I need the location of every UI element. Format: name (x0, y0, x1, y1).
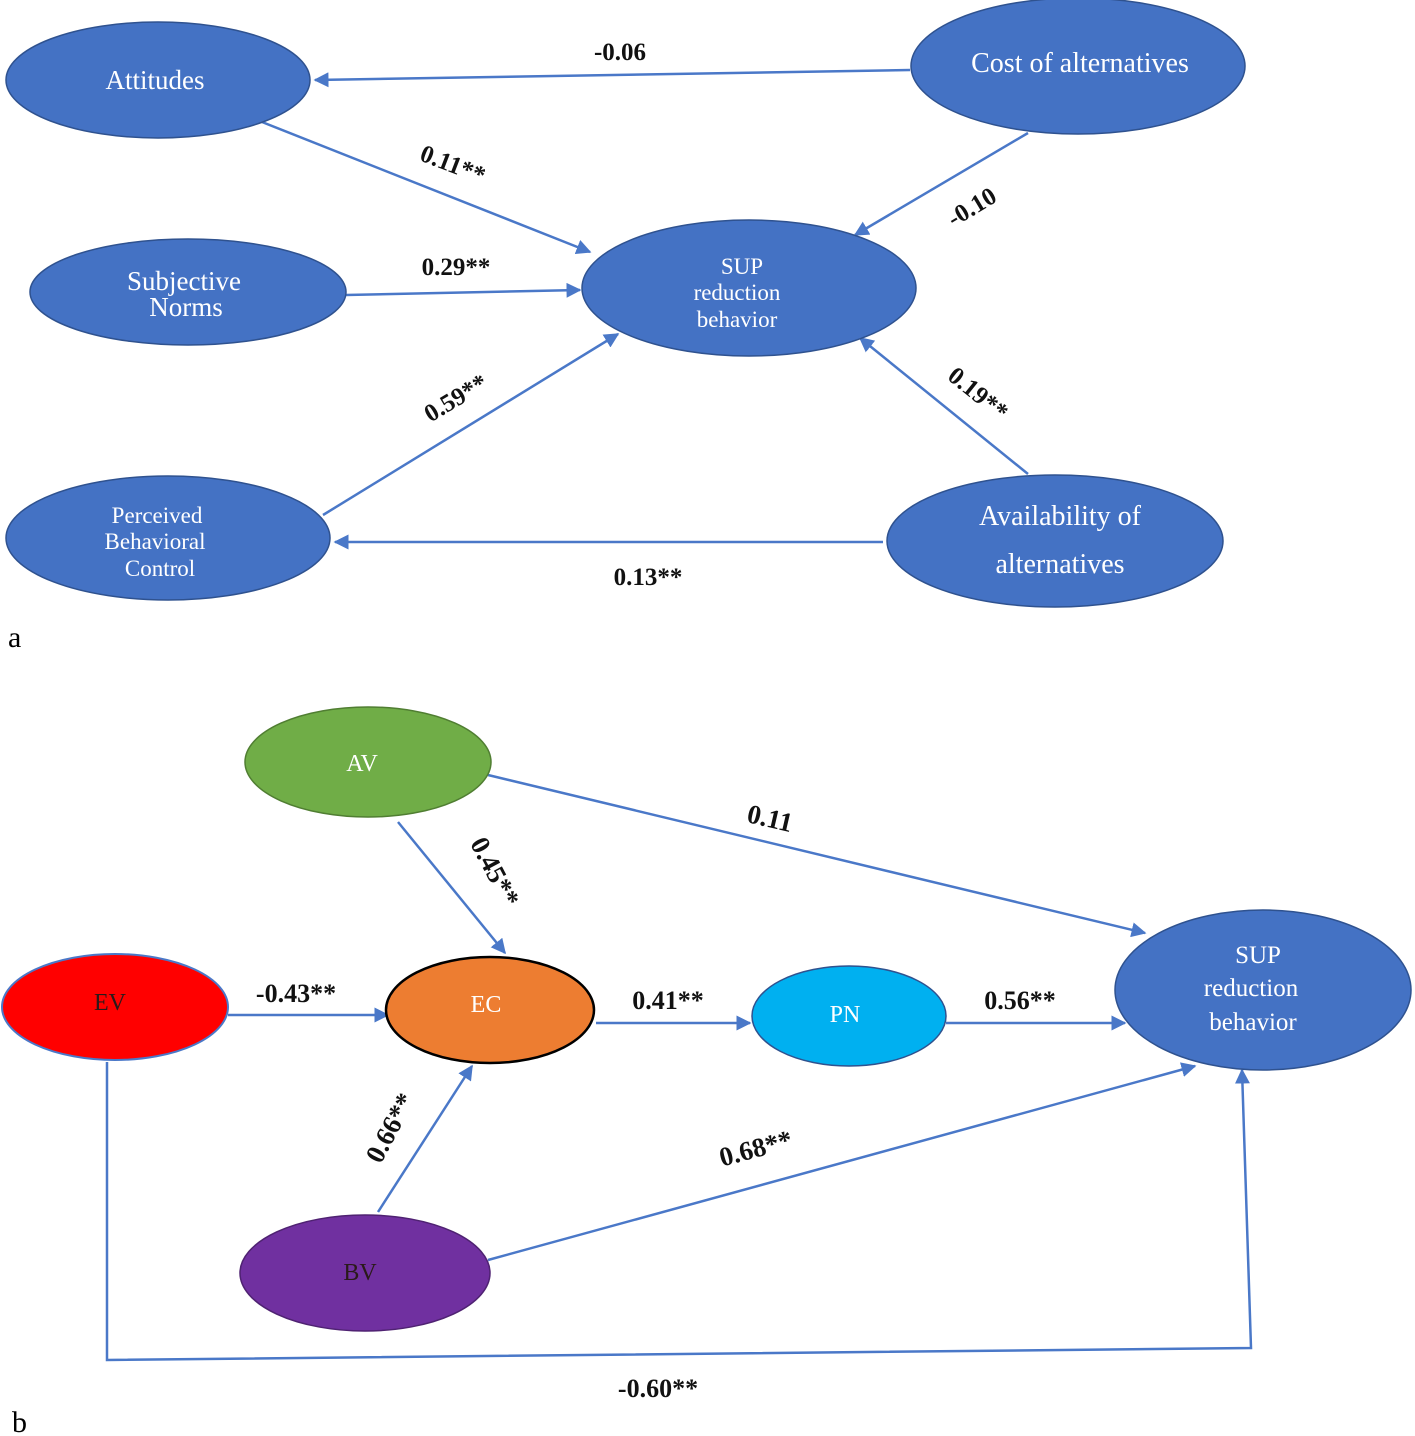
edge-label-availability-sup: 0.19** (943, 362, 1013, 426)
node-bv (239, 1214, 491, 1332)
edge-label-attitudes-sup: 0.11** (416, 140, 489, 189)
edge-av-to-ec (397, 821, 506, 955)
node-subjective-label-1: Subjective (127, 266, 241, 296)
node-av (244, 706, 492, 818)
node-sup-a-label-3: behavior (697, 307, 778, 332)
node-pbc-label-2: Behavioral (105, 529, 206, 554)
node-sup-b-label-3: behavior (1209, 1009, 1297, 1036)
node-availability-label-2: alternatives (995, 549, 1124, 580)
edge-label-ev-sup: -0.60** (618, 1374, 698, 1403)
edge-label-bv-sup: 0.68** (716, 1124, 795, 1172)
node-attitudes-label: Attitudes (106, 65, 205, 95)
node-subjective-norms (29, 238, 347, 346)
edge-subjective-to-sup (345, 282, 582, 298)
node-availability-of-alternatives (886, 474, 1224, 608)
edge-label-cost-sup: -0.10 (943, 183, 1002, 233)
panel-b-label: b (12, 1406, 27, 1436)
node-subjective-label-2: Norms (149, 292, 223, 322)
node-sup-b-label-2: reduction (1204, 975, 1299, 1002)
edge-cost-to-sup (853, 131, 1029, 237)
edge-cost-to-attitudes (313, 68, 911, 88)
node-sup-a-label-1: SUP (721, 254, 763, 279)
node-pn-label: PN (830, 1002, 861, 1028)
node-pbc-label-3: Control (125, 556, 195, 581)
edge-label-ev-ec: -0.43** (256, 979, 336, 1008)
edge-label-availability-pbc: 0.13** (614, 564, 683, 591)
edge-pbc-to-sup (322, 332, 620, 517)
edge-label-pn-sup: 0.56** (984, 986, 1056, 1015)
node-pn (751, 965, 947, 1067)
node-attitudes (5, 21, 311, 139)
edge-label-subjective-sup: 0.29** (422, 254, 491, 281)
edge-availability-to-sup (858, 337, 1029, 475)
node-ev (1, 953, 229, 1061)
node-sup-b-label-1: SUP (1235, 942, 1281, 969)
node-pbc-label-1: Perceived (112, 503, 203, 528)
node-ec-label: EC (471, 992, 502, 1018)
edge-label-av-ec: 0.45** (464, 832, 525, 912)
edge-label-av-sup: 0.11 (744, 798, 795, 838)
node-cost-label: Cost of alternatives (971, 48, 1189, 79)
node-availability-label-1: Availability of (979, 501, 1142, 532)
edge-label-bv-ec: 0.66** (359, 1088, 420, 1168)
edge-ev-to-sup (105, 1062, 1253, 1362)
edge-label-ec-pn: 0.41** (632, 986, 704, 1015)
node-sup-a-label-2: reduction (694, 280, 781, 305)
node-bv-label: BV (343, 1260, 377, 1286)
panel-a: Attitudes Cost of alternatives Subjectiv… (5, 0, 1246, 654)
node-ev-label: EV (94, 990, 127, 1016)
node-cost-of-alternatives (910, 0, 1246, 135)
node-sup-reduction-b (1114, 909, 1412, 1071)
edge-av-to-sup (487, 773, 1147, 938)
node-ec (384, 955, 596, 1065)
edge-bv-to-ec (376, 1064, 474, 1213)
node-sup-reduction-a (581, 219, 917, 357)
panel-a-label: a (8, 621, 21, 654)
node-perceived-behavioral-control (5, 475, 331, 601)
panel-b: AV EV EC PN BV SUP reduction behavior 0.… (1, 706, 1412, 1436)
edge-attitudes-to-sup (261, 120, 592, 254)
node-av-label: AV (346, 751, 378, 777)
edge-bv-to-sup (487, 1062, 1197, 1262)
edge-label-cost-attitudes: -0.06 (594, 39, 646, 66)
